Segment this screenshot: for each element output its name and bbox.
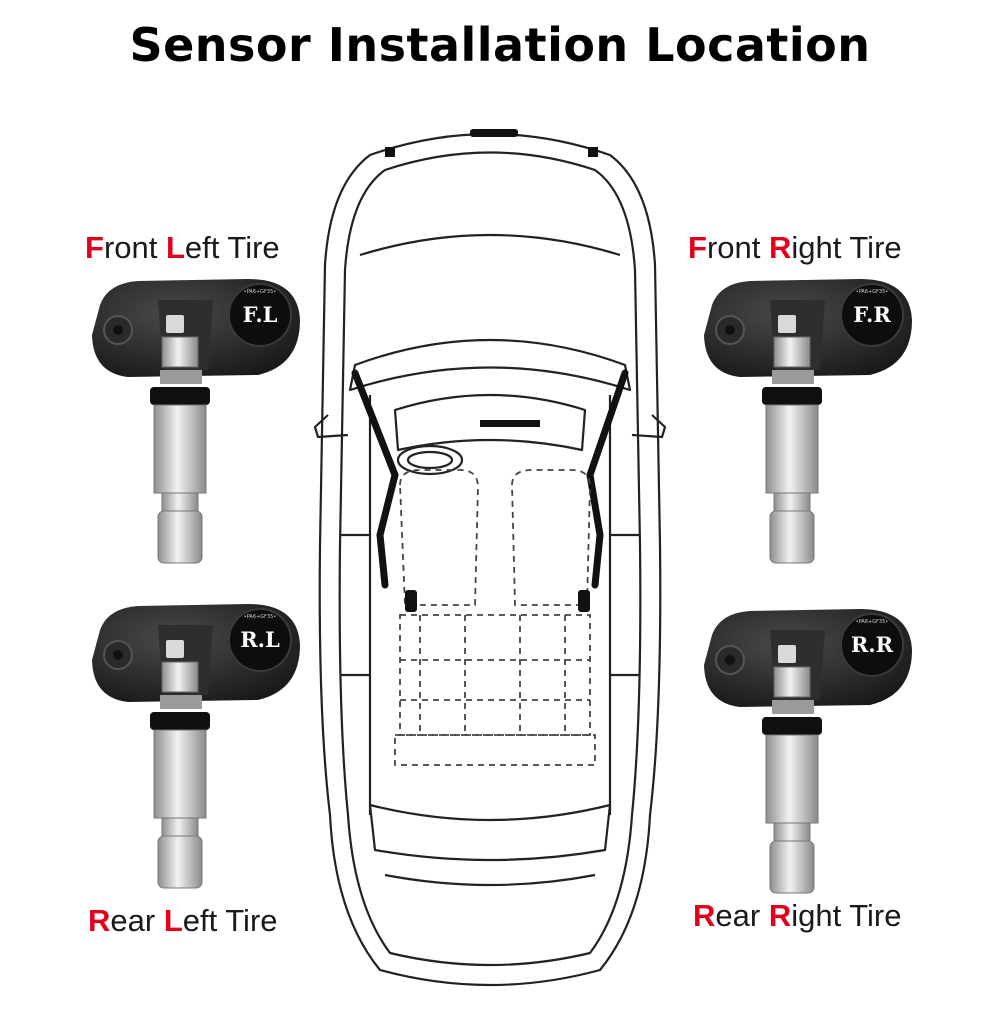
car-top-view-diagram xyxy=(313,129,667,987)
sensor-front-right: •PA6+GF35• F.R xyxy=(704,279,912,564)
page-title: Sensor Installation Location xyxy=(129,18,871,72)
sensor-rear-left: •PA6+GF35• R.L xyxy=(92,604,300,889)
sensor-rear-right: •PA6+GF35• R.R xyxy=(704,609,912,894)
sensor-front-left: •PA6+GF35• F.L xyxy=(92,279,300,564)
sensor-code-label: F.L xyxy=(243,302,278,327)
svg-text:•PA6+GF35•: •PA6+GF35• xyxy=(856,289,889,295)
label-front-left-tire: Front Left Tire xyxy=(85,230,280,265)
label-rear-left-tire: Rear Left Tire xyxy=(88,903,278,938)
sensor-code-label: F.R xyxy=(853,302,891,327)
sensor-code-label: R.R xyxy=(851,632,894,657)
label-front-right-tire: Front Right Tire xyxy=(688,230,902,265)
svg-text:•PA6+GF35•: •PA6+GF35• xyxy=(856,619,889,625)
sensor-code-label: R.L xyxy=(240,627,280,652)
svg-text:•PA6+GF35•: •PA6+GF35• xyxy=(244,289,277,295)
svg-text:•PA6+GF35•: •PA6+GF35• xyxy=(244,614,277,620)
label-rear-right-tire: Rear Right Tire xyxy=(693,898,902,933)
